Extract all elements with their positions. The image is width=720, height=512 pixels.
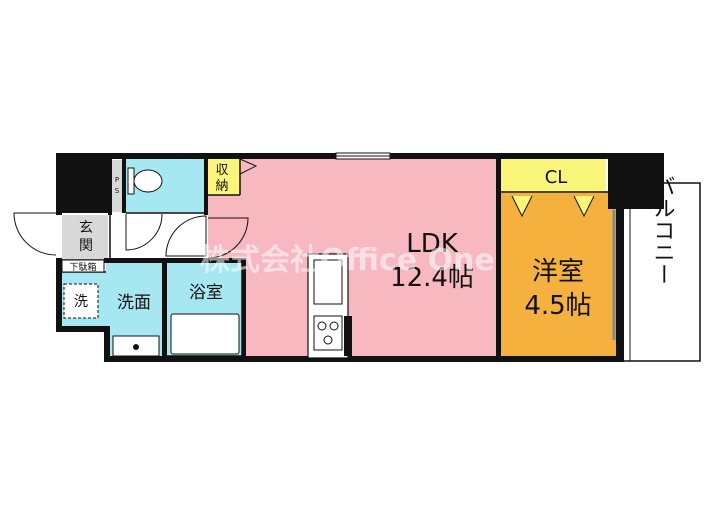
closet-door-left [511,195,533,218]
ps-label-top: P [115,176,119,184]
toilet-fixture [127,167,163,195]
toilet-door-swing [125,213,163,251]
storage-label-top: 収 [215,163,228,178]
entrance-door-swing [13,212,57,256]
bathroom-label: 浴室 [189,283,223,303]
yoshitsu-size: 4.5帖 [524,291,591,321]
balcony-fill [630,183,700,361]
genkan-fill [62,215,108,260]
yoshitsu-name: 洋室 [532,257,584,287]
yoshitsu-fill [500,192,618,360]
balcony-label: バルコニー [650,175,675,285]
bathtub [170,313,240,355]
ldk-fill [208,157,500,360]
genkan-label-top: 玄 [79,219,93,236]
kitchen-counter [307,253,352,359]
ps-fill [110,160,124,212]
storage-door-mark [239,158,258,175]
storage-label-bottom: 納 [215,179,228,194]
washer-pan [63,283,99,319]
hall-fill [110,213,208,258]
shoe-box [61,259,105,273]
washer-label: 洗 [74,294,88,310]
ldk-name: LDK [406,229,459,259]
storage-fill [206,157,240,195]
watermark: 株式会社Office One [200,243,495,278]
walls [56,153,664,362]
washroom-label: 洗面 [117,293,151,313]
shoe-box-label: 下駄箱 [69,261,96,273]
closet-door-right [573,195,595,218]
ldk-size: 12.4帖 [390,263,474,293]
genkan-label-bottom: 関 [79,238,93,254]
hall-door-swing [165,215,207,257]
ps-label-bottom: S [115,187,120,195]
closet-fill [500,157,606,193]
ldk-door-swing [207,217,249,259]
closet-label: CL [545,167,568,188]
